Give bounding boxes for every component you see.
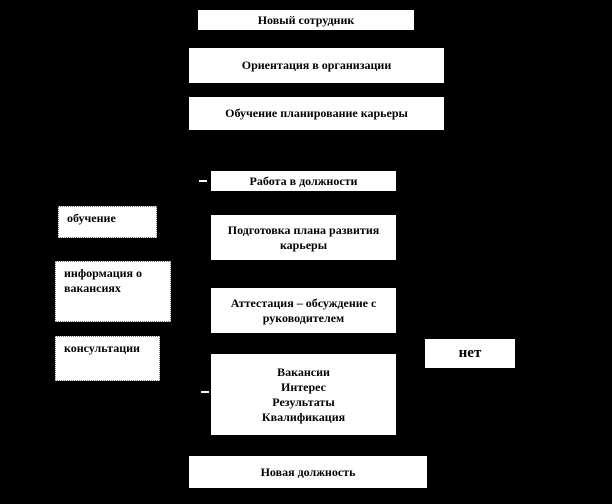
node-new-position: Новая должность	[188, 455, 428, 489]
node-label: Работа в должности	[249, 173, 358, 188]
node-label-line2: вакансиях	[64, 281, 121, 295]
node-label-line1: Аттестация – обсуждение с	[230, 295, 377, 310]
node-no: нет	[424, 338, 516, 369]
node-label: Новый сотрудник	[257, 12, 355, 27]
connector-tick	[199, 180, 207, 182]
node-label: Ориентация в организации	[241, 58, 392, 72]
node-work-in-position: Работа в должности	[210, 170, 397, 192]
node-label-line2: карьеры	[279, 237, 328, 252]
node-vacancy-info-note: информация о вакансиях	[55, 261, 171, 322]
node-label: консультации	[64, 341, 140, 355]
node-label-line1: Подготовка плана развития	[227, 222, 380, 237]
node-consultations-note: консультации	[55, 336, 160, 381]
node-label: обучение	[67, 211, 116, 225]
node-label-line3: Результаты	[272, 394, 335, 409]
node-criteria-list: Вакансии Интерес Результаты Квалификация	[210, 353, 397, 436]
node-label: Обучение планирование карьеры	[225, 106, 408, 120]
node-label-line2: Интерес	[281, 379, 326, 394]
node-training-career-planning: Обучение планирование карьеры	[188, 96, 445, 131]
node-label: нет	[458, 345, 482, 361]
node-label-line2: руководителем	[262, 310, 345, 325]
node-label-line1: информация о	[64, 266, 143, 280]
node-attestation: Аттестация – обсуждение с руководителем	[210, 287, 397, 334]
node-label: Новая должность	[260, 464, 356, 479]
node-training-note: обучение	[58, 206, 157, 238]
node-career-development-plan: Подготовка плана развития карьеры	[210, 214, 397, 261]
node-label-line1: Вакансии	[277, 364, 330, 379]
connector-tick	[201, 391, 209, 393]
node-orientation: Ориентация в организации	[188, 47, 445, 84]
node-label-line4: Квалификация	[261, 409, 346, 424]
node-new-employee: Новый сотрудник	[197, 9, 415, 31]
